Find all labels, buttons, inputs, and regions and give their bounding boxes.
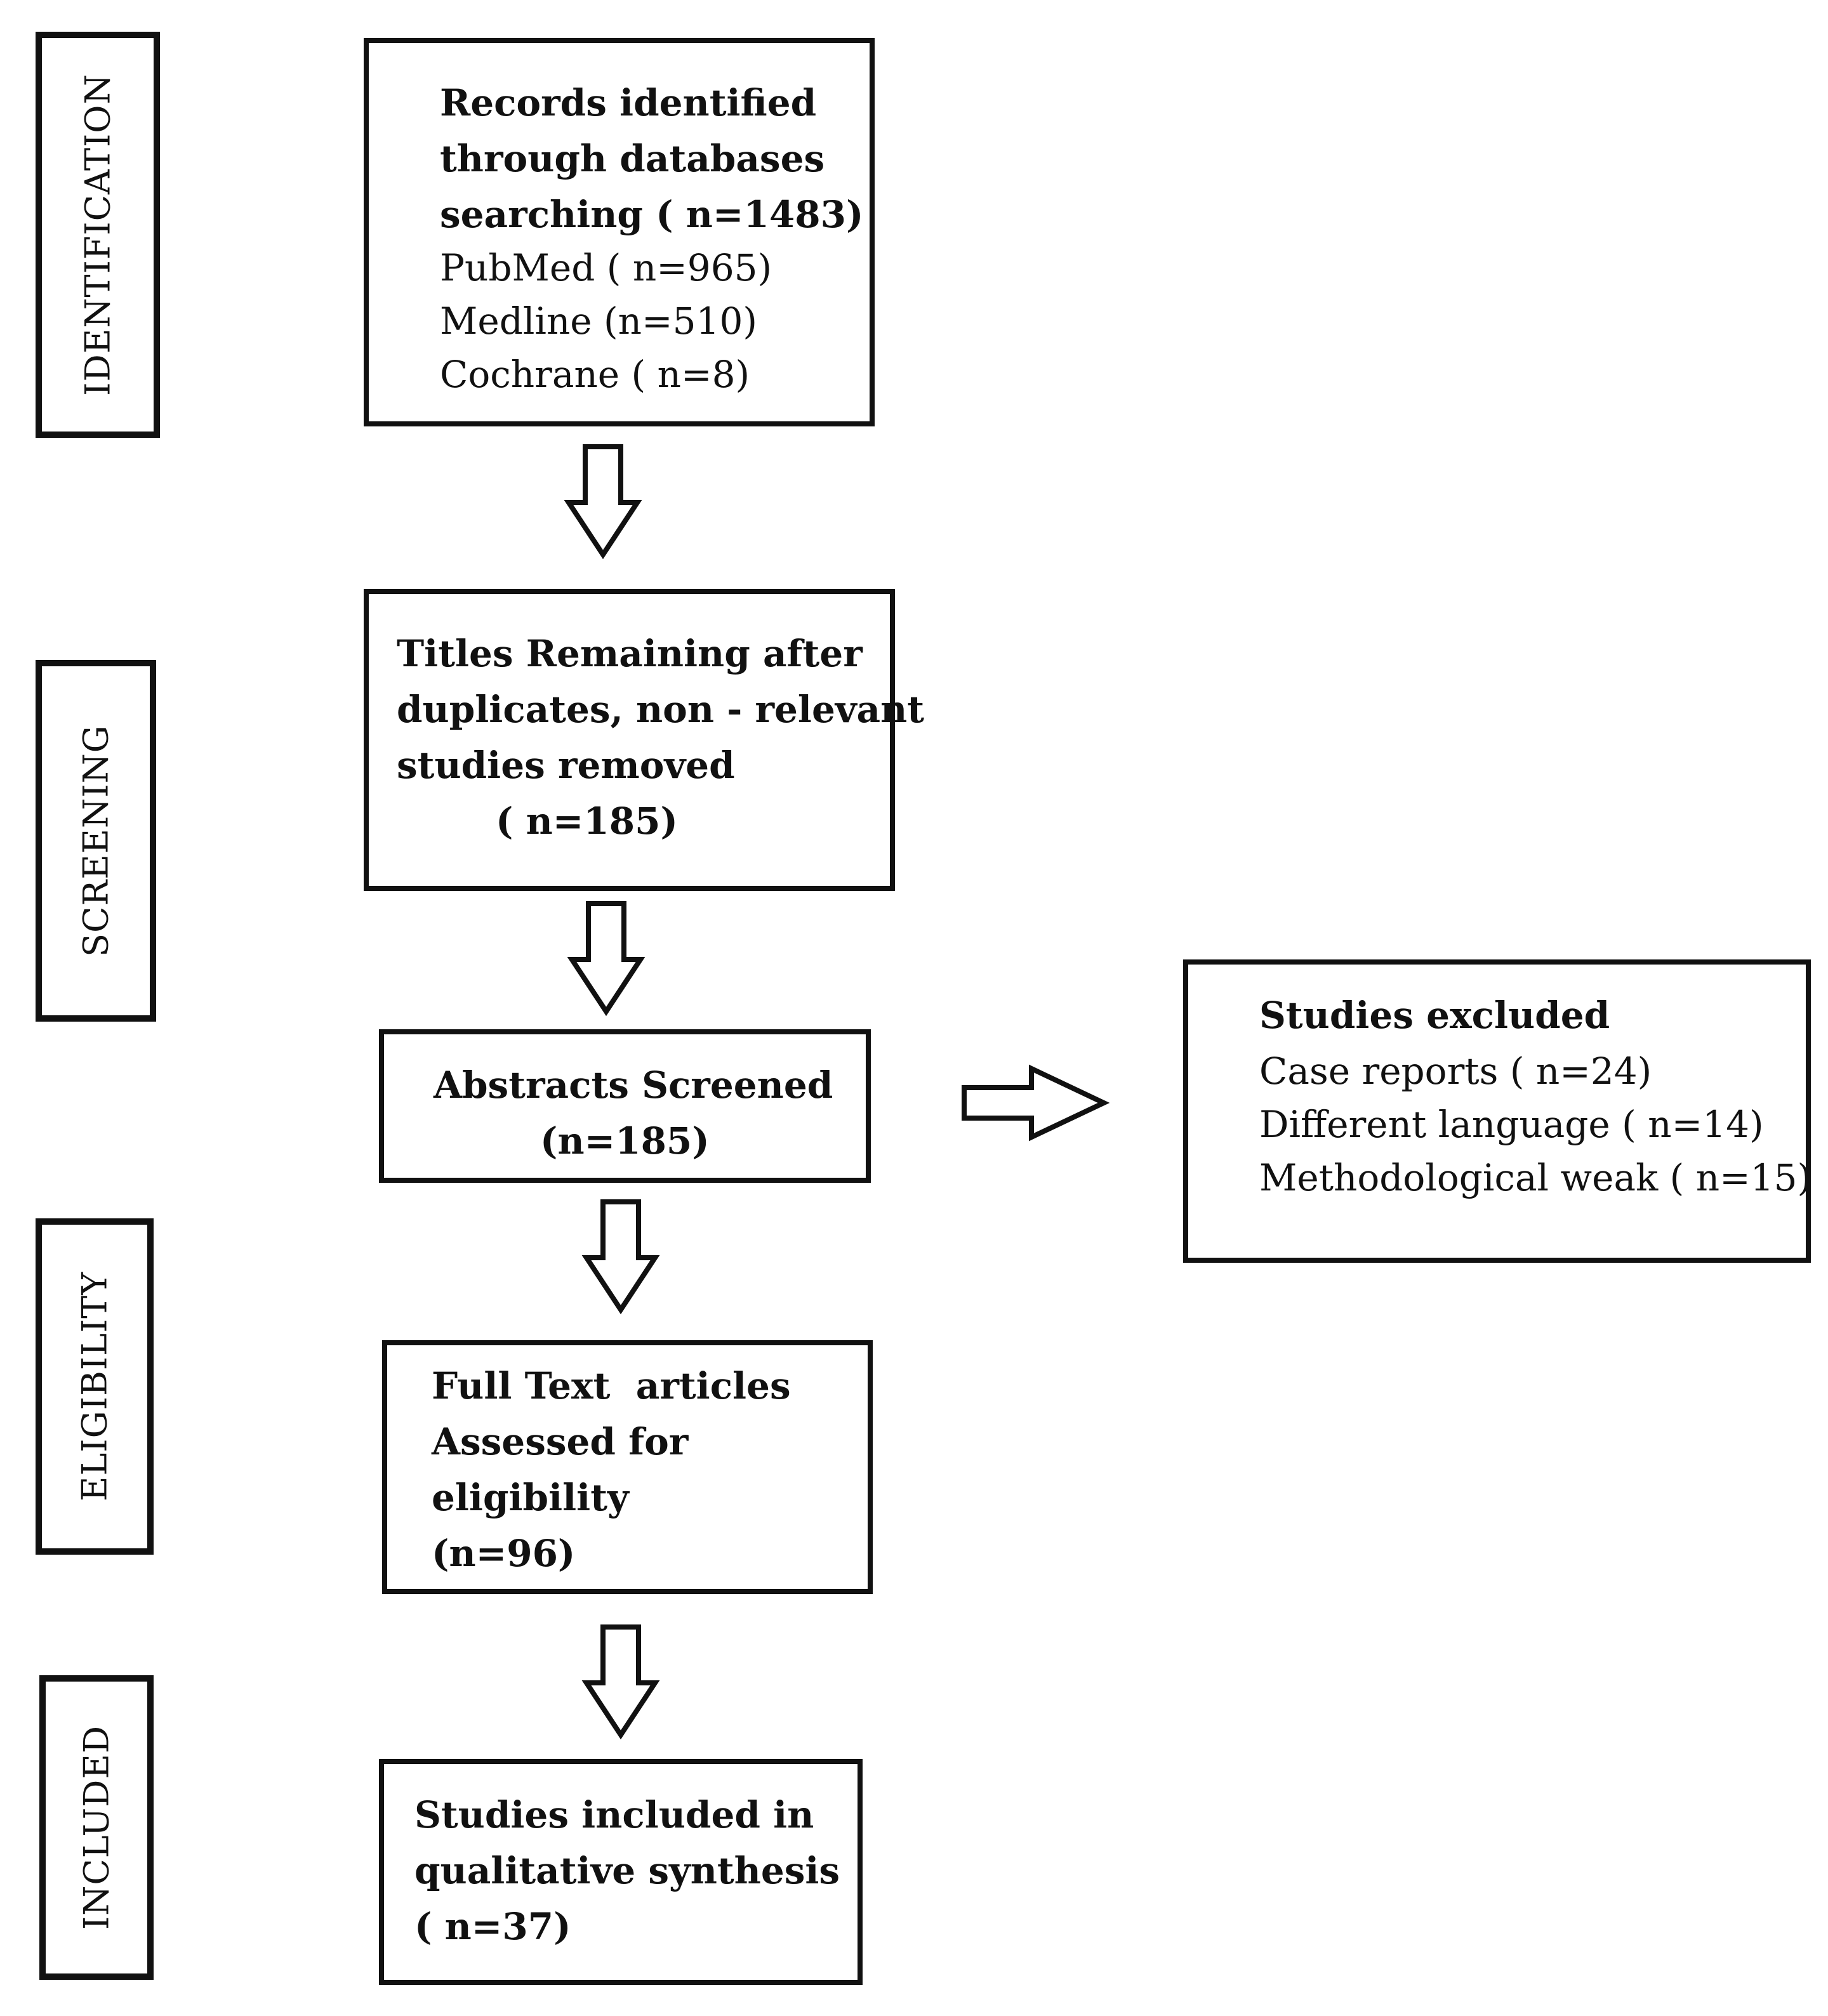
stage-included-label: INCLUDED [76,1725,117,1930]
down-arrow-icon [581,1199,660,1315]
excluded-title: Studies excluded [1259,994,1610,1037]
titles-line-3: studies removed [397,744,735,787]
studies-included-box: Studies included in qualitative synthesi… [379,1759,863,1985]
records-line-1: Records identified [440,81,817,124]
titles-line-1: Titles Remaining after [397,632,863,675]
stage-identification: IDENTIFICATION [36,32,160,438]
down-arrow-icon [567,901,646,1017]
included-line-1: Studies included in [414,1793,814,1836]
right-arrow-icon [962,1064,1110,1142]
down-arrow-icon [581,1624,660,1740]
fulltext-line-1: Full Text articles [432,1364,791,1407]
stage-eligibility: ELIGIBILITY [36,1218,154,1555]
excluded-case-reports: Case reports ( n=24) [1259,1050,1652,1093]
abstracts-line-1: Abstracts Screened [434,1064,833,1107]
abstracts-screened-box: Abstracts Screened (n=185) [379,1029,871,1183]
titles-count: ( n=185) [496,800,678,843]
records-cochrane: Cochrane ( n=8) [440,353,750,396]
titles-remaining-box: Titles Remaining after duplicates, non -… [364,589,924,891]
included-count: ( n=37) [414,1905,571,1948]
fulltext-line-2: Assessed for [432,1420,689,1463]
fulltext-count: (n=96) [432,1532,576,1575]
down-arrow-icon [564,444,642,560]
records-medline: Medline (n=510) [440,300,757,343]
excluded-methodological-weak: Methodological weak ( n=15) [1259,1156,1812,1199]
stage-included: INCLUDED [39,1675,154,1980]
excluded-different-language: Different language ( n=14) [1259,1103,1764,1146]
abstracts-count: (n=185) [540,1119,710,1163]
records-line-2: through databases [440,137,825,180]
records-identified-box: Records identified through databases sea… [364,38,875,426]
records-line-3: searching ( n=1483) [440,193,864,236]
stage-identification-label: IDENTIFICATION [77,74,118,396]
stage-eligibility-label: ELIGIBILITY [74,1272,115,1501]
full-text-box: Full Text articles Assessed for eligibil… [382,1340,873,1594]
titles-line-2: duplicates, non - relevant [397,688,925,731]
stage-screening: SCREENING [36,660,156,1022]
records-pubmed: PubMed ( n=965) [440,246,772,289]
studies-excluded-box: Studies excluded Case reports ( n=24) Di… [1183,959,1811,1263]
included-line-2: qualitative synthesis [414,1849,840,1892]
fulltext-line-3: eligibility [432,1476,629,1519]
stage-screening-label: SCREENING [76,725,116,957]
